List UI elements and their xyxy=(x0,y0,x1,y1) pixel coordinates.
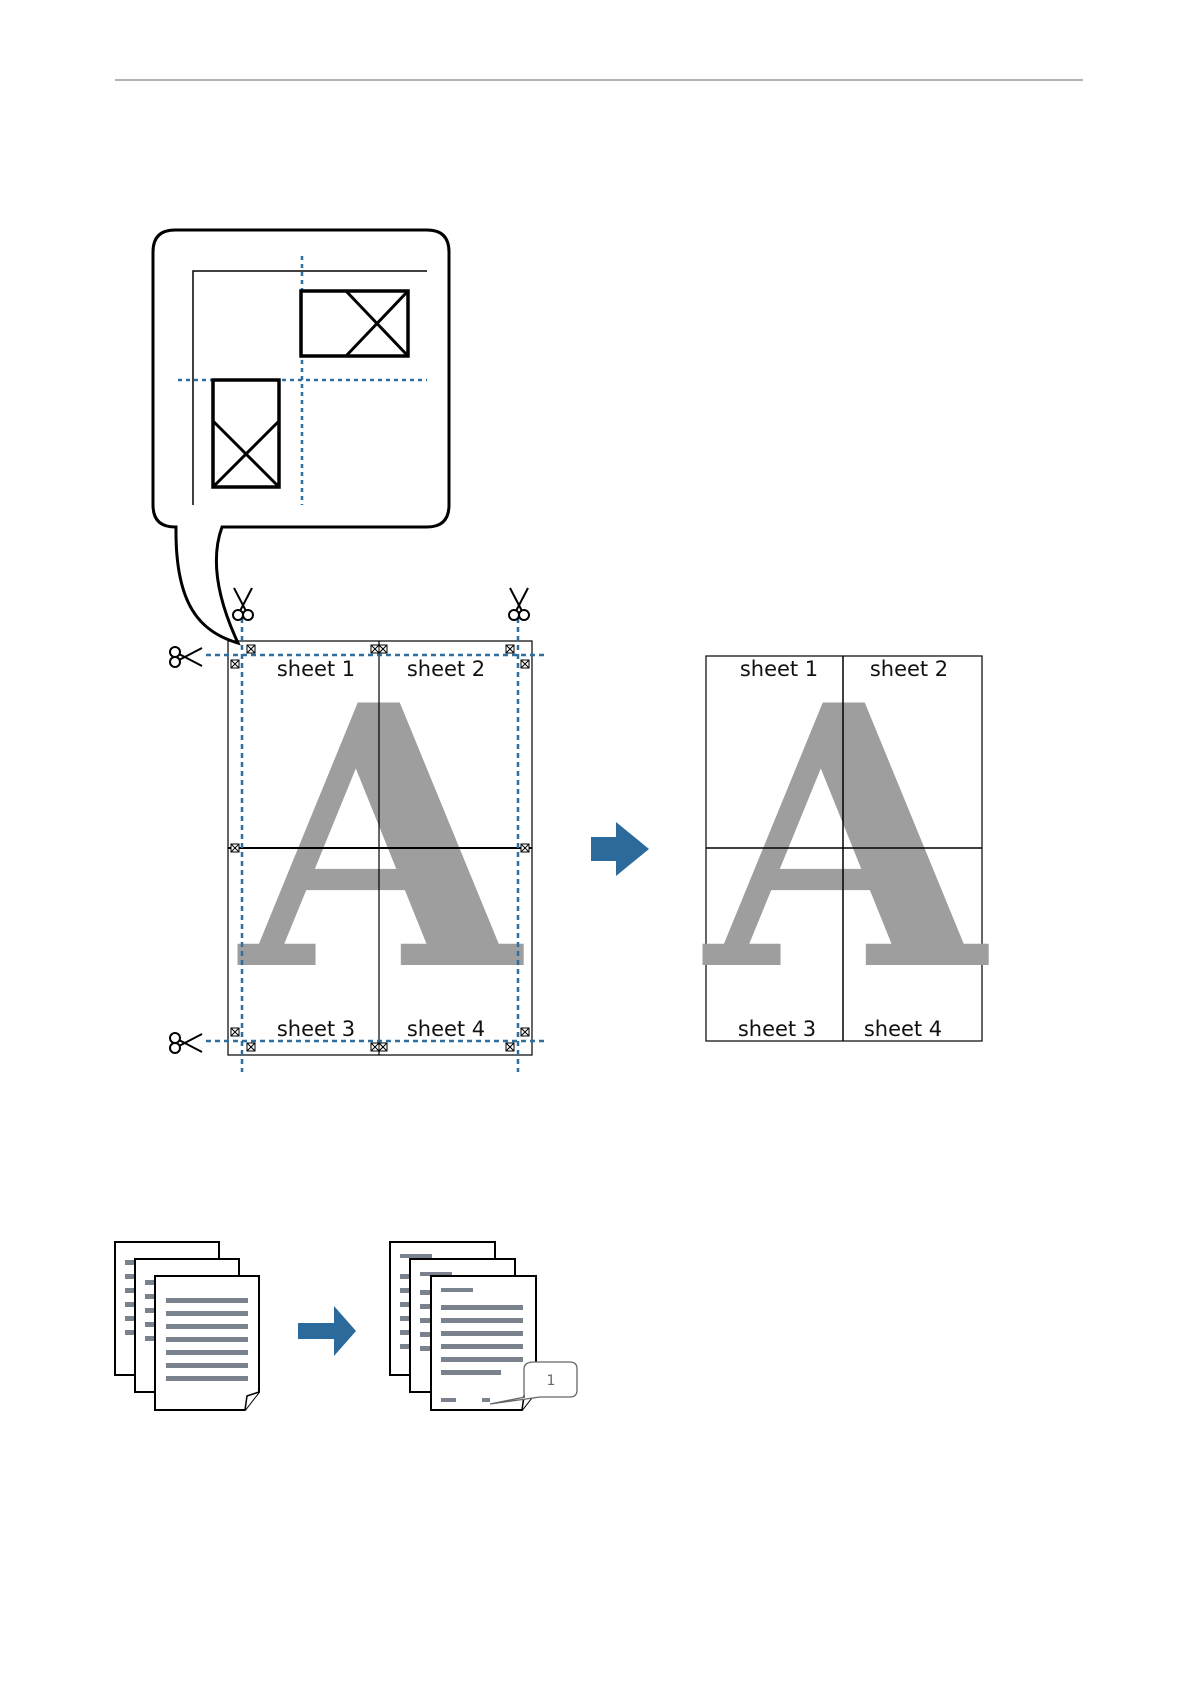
right-arrow-icon xyxy=(591,822,649,876)
scissors-icon xyxy=(509,588,529,620)
assembled-poster: A sheet 1 sheet 2 sheet 3 sheet 4 xyxy=(700,627,993,1050)
cut-sheet-3-label: sheet 3 xyxy=(277,1017,355,1041)
document-stack-icon xyxy=(115,1242,259,1410)
crop-mark-vertical xyxy=(213,380,279,487)
numbered-document-stack-icon: 1 xyxy=(390,1242,577,1410)
watermark-letter: A xyxy=(235,627,528,1050)
cut-sheet-2-label: sheet 2 xyxy=(407,657,485,681)
svg-text:A: A xyxy=(700,627,993,1050)
cut-sheet-4-label: sheet 4 xyxy=(407,1017,485,1041)
scissors-icon xyxy=(233,588,253,620)
assembled-sheet-1-label: sheet 1 xyxy=(740,657,818,681)
assembled-sheet-3-label: sheet 3 xyxy=(738,1017,816,1041)
crop-mark-horizontal xyxy=(301,291,408,356)
assembled-sheet-4-label: sheet 4 xyxy=(864,1017,942,1041)
right-arrow-icon xyxy=(298,1306,356,1356)
scissors-icon xyxy=(170,647,202,667)
cut-sheet-1-label: sheet 1 xyxy=(277,657,355,681)
page-number-text: 1 xyxy=(547,1373,556,1389)
scissors-icon xyxy=(170,1033,202,1053)
cut-layout: A sheet 1 sheet 2 sheet 3 sheet 4 xyxy=(170,588,544,1072)
assembled-sheet-2-label: sheet 2 xyxy=(870,657,948,681)
zoom-callout xyxy=(153,230,449,643)
